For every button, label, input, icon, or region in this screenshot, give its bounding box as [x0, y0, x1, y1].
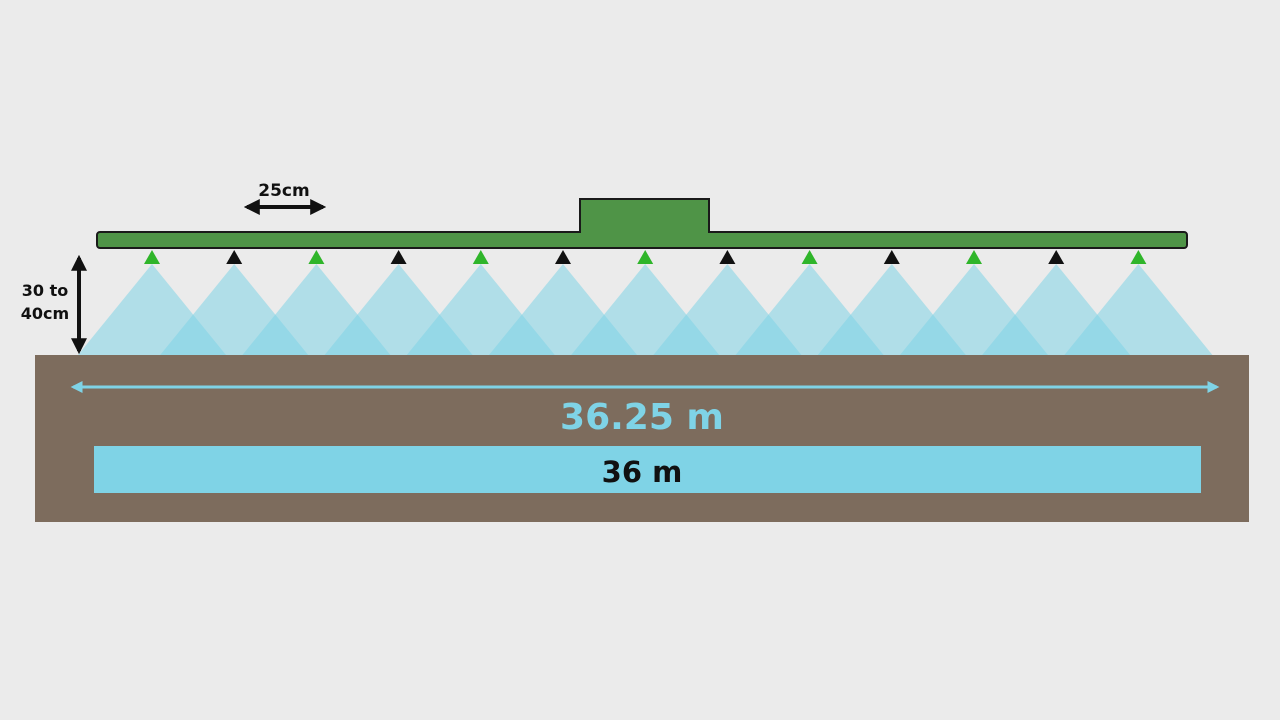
boom-bar	[96, 231, 1188, 249]
nozzle-black-icon	[555, 250, 571, 264]
nozzle-black-icon	[883, 250, 900, 264]
nozzle-black-icon	[719, 250, 736, 264]
height-label-line1: 30 to	[22, 281, 68, 300]
height-label-line2: 40cm	[21, 304, 69, 323]
ground	[35, 355, 1249, 522]
nozzle-black-icon	[390, 250, 407, 264]
spray-patterns	[78, 264, 1213, 355]
spray-cone	[1064, 264, 1213, 355]
nozzle-black-icon	[1048, 250, 1065, 264]
nozzles	[144, 250, 1147, 264]
nozzle-green-icon	[1130, 250, 1147, 264]
nozzle-black-icon	[226, 250, 243, 264]
nozzle-green-icon	[966, 250, 982, 264]
nozzle-green-icon	[144, 250, 160, 264]
nozzle-green-icon	[637, 250, 654, 264]
working-width-bar	[94, 446, 1201, 493]
boom-joint	[581, 228, 708, 234]
nozzle-green-icon	[472, 250, 489, 264]
boom-width-label: 36.25 m	[560, 397, 724, 438]
spacing-label: 25cm	[258, 181, 309, 201]
nozzle-green-icon	[308, 250, 325, 264]
working-width-label: 36 m	[602, 455, 683, 489]
nozzle-green-icon	[801, 250, 818, 264]
